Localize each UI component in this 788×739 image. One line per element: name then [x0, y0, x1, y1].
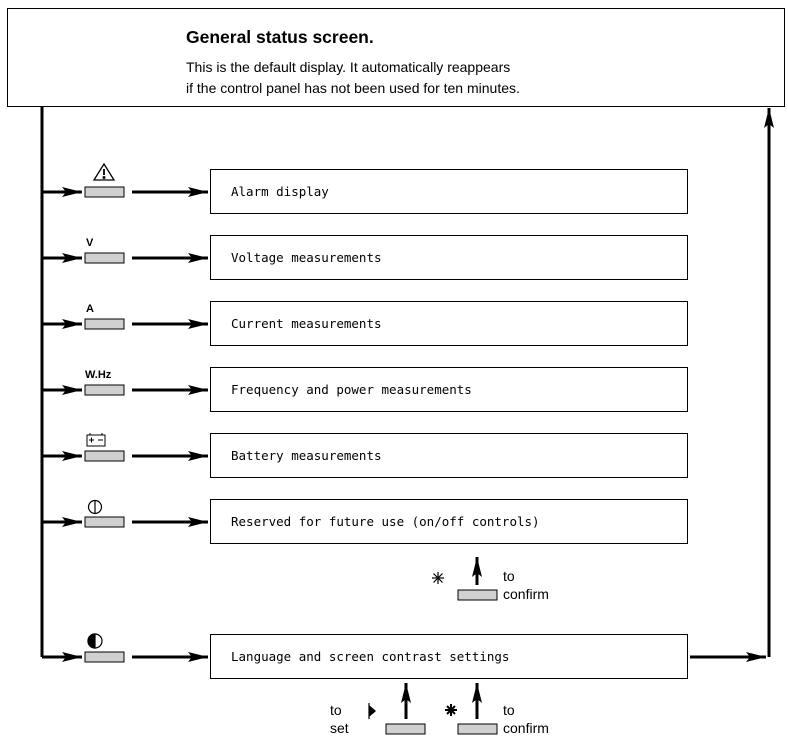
general-status-screen-box: General status screen. This is the defau…	[7, 8, 785, 107]
asterisk-icon	[432, 572, 444, 584]
screen-battery-measurements: Battery measurements	[210, 433, 688, 478]
arrow-head-icon	[368, 703, 376, 719]
header-description-line-1: This is the default display. It automati…	[186, 59, 511, 75]
branch-arrows	[42, 187, 82, 662]
header-description-line-2: if the control panel has not been used f…	[186, 80, 520, 96]
battery-icon	[86, 433, 106, 447]
screen-alarm-display: Alarm display	[210, 169, 688, 214]
current-button-label: A	[86, 303, 94, 315]
language-set-button	[385, 723, 426, 735]
reserved-confirm-label-to: to	[503, 568, 515, 584]
language-set-label-set: set	[330, 720, 349, 736]
header-title: General status screen.	[186, 27, 374, 47]
voltage-button-label: V	[86, 237, 94, 249]
screen-frequency-power-measurements: Frequency and power measurements	[210, 367, 688, 412]
battery-button	[84, 450, 125, 462]
power-circle-icon	[87, 499, 103, 515]
asterisk-icon	[445, 704, 457, 716]
menu-buttons	[84, 186, 125, 663]
screen-language-contrast-settings: Language and screen contrast settings	[210, 634, 688, 679]
half-circle-contrast-icon	[87, 633, 103, 649]
voltage-button	[84, 252, 125, 264]
reserved-confirm-label-confirm: confirm	[503, 586, 549, 602]
screen-current-measurements: Current measurements	[210, 301, 688, 346]
language-button	[84, 651, 125, 663]
language-confirm-label-confirm: confirm	[503, 720, 549, 736]
language-confirm-button	[457, 723, 498, 735]
current-button	[84, 318, 125, 330]
screen-voltage-measurements: Voltage measurements	[210, 235, 688, 280]
warning-triangle-icon	[92, 162, 116, 181]
frequency-button-label: W.Hz	[85, 369, 112, 381]
reserved-confirm-button	[457, 589, 498, 601]
frequency-button	[84, 384, 125, 396]
alarm-button	[84, 186, 125, 198]
reserved-button	[84, 516, 125, 528]
button-to-screen-arrows	[132, 187, 208, 662]
language-confirm-label-to: to	[503, 702, 515, 718]
screen-reserved-future-use: Reserved for future use (on/off controls…	[210, 499, 688, 544]
language-set-label-to: to	[330, 702, 342, 718]
